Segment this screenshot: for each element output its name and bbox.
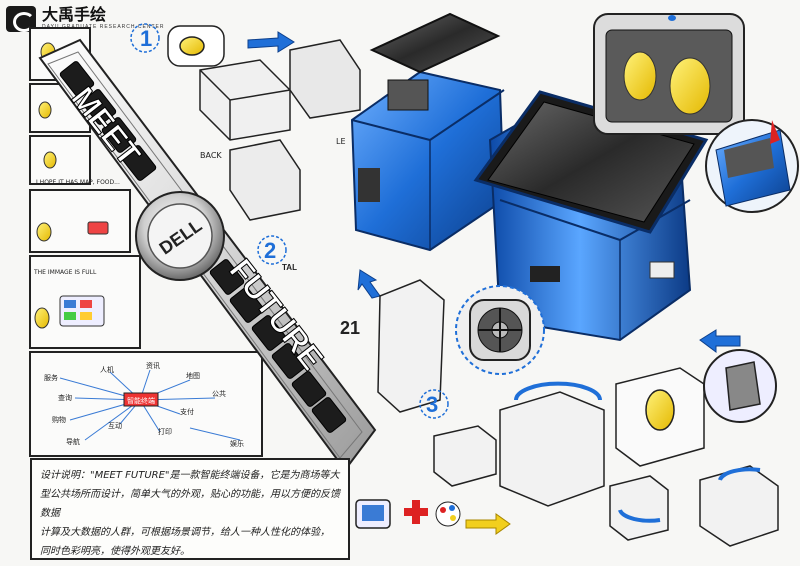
detail-circle-top-right (705, 119, 799, 213)
mindmap-nodes: 服务 查询 购物 导航 人机 资讯 地图 公共 支付 打印 互动 娱乐 (44, 361, 244, 448)
mindmap-node: 人机 (100, 365, 114, 374)
brand-mark-icon (6, 6, 36, 32)
brand-subtitle: DAYU GRADUATE RESEARCH CENTER (42, 24, 165, 30)
description-line: 计算及大数据的人群，可根据场景调节，给人一种人性化的体验， (40, 527, 330, 538)
brand-name: 大禹手绘 (42, 7, 107, 24)
step-number: 2 (264, 238, 276, 263)
dell-emblem: DELL (135, 191, 225, 281)
design-description: 设计说明："MEET FUTURE"是一款智能终端设备，它是为商场等大 型公共场… (40, 466, 340, 561)
brand-logo: 大禹手绘 DAYU GRADUATE RESEARCH CENTER (6, 6, 164, 32)
storyboard-panel-3 (29, 135, 91, 185)
mindmap-node: 导航 (66, 437, 80, 446)
sketch-models-top (167, 25, 361, 221)
mindmap-node: 查询 (58, 393, 72, 402)
description-line: 同时色彩明亮，使得外观更友好。 (40, 546, 190, 557)
description-line: 设计说明："MEET FUTURE"是一款智能终端设备，它是为商场等大 (40, 470, 340, 481)
storyboard-panel-4 (29, 189, 131, 253)
mindmap-node: 购物 (52, 415, 66, 424)
step-number: 3 (426, 392, 438, 417)
storyboard-text-4: THE IMMAGE IS FULL (33, 269, 97, 276)
equation-icons (355, 499, 461, 529)
mindmap-node: 服务 (44, 373, 58, 382)
mindmap-node: 互动 (108, 421, 122, 430)
mindmap-node: 支付 (180, 407, 194, 416)
design-description-panel: 设计说明："MEET FUTURE"是一款智能终端设备，它是为商场等大 型公共场… (30, 458, 350, 560)
step-numbers: 1 2 TAL 3 21 (130, 23, 449, 419)
mindmap-node: 公共 (212, 389, 226, 398)
sketch-models-bottom (377, 279, 779, 547)
step-number: 21 (340, 318, 360, 338)
palette-icon (435, 501, 461, 527)
mindmap-node: 资讯 (146, 361, 160, 370)
label-left: LE (336, 137, 346, 146)
mindmap-center: 智能终端 (127, 396, 155, 405)
kiosk-render-back (350, 12, 506, 252)
fan-detail (455, 285, 545, 375)
mindmap-node: 打印 (158, 427, 172, 436)
description-line: 型公共场所而设计，简单大气的外观，贴心的功能，用以方便的反馈数据 (40, 489, 340, 519)
plus-icon (404, 500, 428, 524)
title-letter-plates (59, 61, 347, 433)
mindmap-node: 地图 (186, 371, 200, 380)
label-back: BACK (200, 151, 222, 160)
tablet-sketch (593, 13, 745, 135)
step-number: 1 (140, 26, 152, 51)
brand-text: 大禹手绘 DAYU GRADUATE RESEARCH CENTER (42, 7, 165, 31)
mindmap-node: 娱乐 (230, 439, 244, 448)
step-suffix: TAL (282, 263, 297, 272)
rotation-arrows (514, 381, 761, 523)
storyboard-text-2: I HOPE IT HAS MAP, FOOD... (36, 179, 120, 186)
mindmap-center-box (123, 392, 159, 407)
